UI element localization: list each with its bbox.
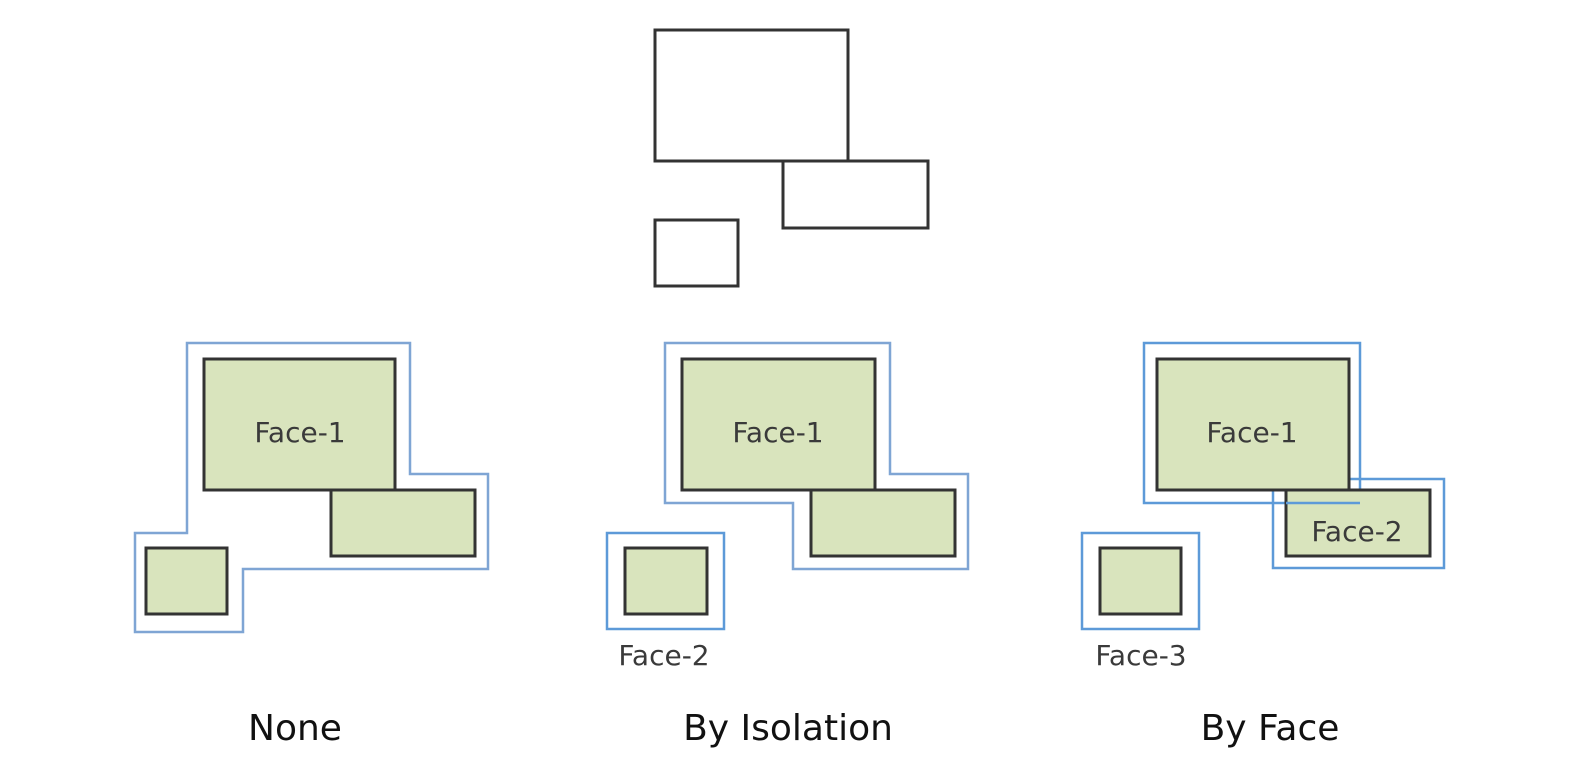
byface-face-3-label: Face-3: [1095, 639, 1186, 672]
byface-face-1-label: Face-1: [1206, 416, 1297, 449]
isolation-face-2-rect: [623, 546, 709, 616]
none-medium-rect: [329, 488, 477, 558]
none-face-1-label: Face-1: [254, 416, 345, 449]
source-medium-rect: [781, 159, 930, 230]
byface-face-2-outline: [1271, 477, 1446, 570]
isolation-medium-rect: [809, 488, 957, 558]
byface-face-3-outline: [1080, 531, 1201, 631]
panel-by-face: Face-1 Face-2 Face-3 By Face: [1080, 341, 1446, 749]
source-large-rect: [653, 28, 850, 163]
byface-face-1-rect: [1155, 357, 1351, 492]
none-face-1-rect: [202, 357, 397, 492]
byface-face-3-rect: [1098, 546, 1183, 616]
isolation-face-1-label: Face-1: [732, 416, 823, 449]
panel-by-isolation: Face-1 Face-2 By Isolation: [605, 341, 970, 749]
source-small-rect: [653, 218, 740, 288]
panel-none: Face-1 None: [133, 341, 490, 749]
isolation-face-1-rect: [680, 357, 877, 492]
none-combined-outline: [133, 341, 490, 634]
none-caption: None: [248, 708, 342, 749]
isolation-combined-outline: [663, 341, 970, 571]
isolation-face-2-outline: [605, 531, 726, 631]
byface-caption: By Face: [1201, 708, 1340, 749]
isolation-face-2-label: Face-2: [618, 639, 709, 672]
byface-face-2-rect: [1284, 488, 1432, 558]
byface-face-2-label: Face-2: [1311, 515, 1402, 548]
byface-face-1-outline: [1142, 341, 1362, 505]
isolation-caption: By Isolation: [683, 708, 893, 749]
none-small-rect: [144, 546, 229, 616]
source-shapes: [653, 28, 930, 288]
